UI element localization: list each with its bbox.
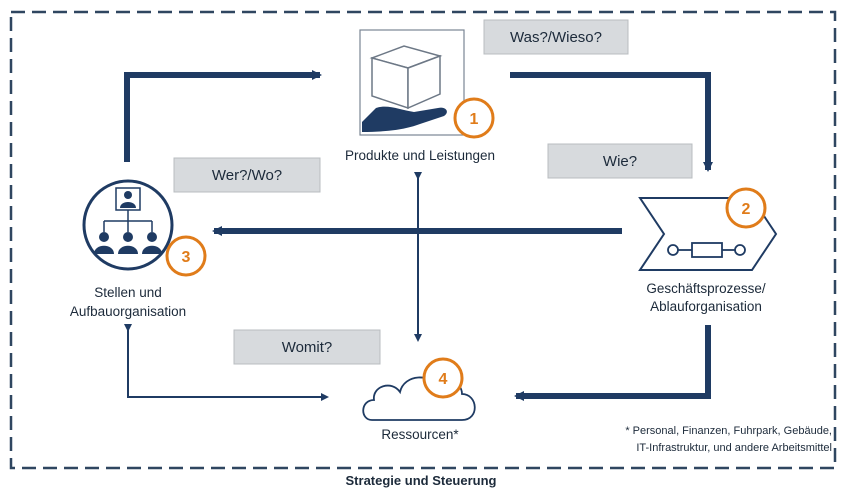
positions-label-line2: Aufbauorganisation [70, 304, 186, 319]
processes-number-badge: 2 [725, 187, 767, 229]
positions-number: 3 [182, 249, 191, 266]
question-wie-label: Wie? [603, 153, 637, 170]
positions-number-badge: 3 [165, 235, 207, 277]
positions-label-line1: Stellen und [94, 285, 162, 300]
box-on-hand-icon [359, 29, 465, 136]
org-chart-icon [82, 179, 174, 271]
arrow-processes-to-resources [514, 325, 711, 401]
question-wer-label: Wer?/Wo? [212, 167, 282, 184]
footnote-line1: * Personal, Finanzen, Fuhrpark, Gebäude, [625, 425, 832, 437]
question-womit-box: Womit? [233, 329, 381, 365]
question-womit-label: Womit? [282, 339, 333, 356]
processes-number: 2 [742, 201, 751, 218]
strategy-frame [9, 10, 837, 470]
question-wer-box: Wer?/Wo? [173, 157, 321, 193]
products-label: Produkte und Leistungen [345, 148, 495, 163]
processes-label-line2: Ablauforganisation [650, 299, 762, 314]
frame-title: Strategie und Steuerung [346, 473, 497, 488]
products-number-badge: 1 [453, 97, 495, 139]
resources-label: Ressourcen* [381, 427, 459, 442]
arrow-products-to-processes [510, 72, 713, 172]
processes-label-line1: Geschäftsprozesse/ [646, 281, 766, 296]
footnote-line2: IT-Infrastruktur, und andere Arbeitsmitt… [636, 442, 832, 454]
products-number: 1 [470, 111, 479, 128]
question-was-label: Was?/Wieso? [510, 29, 602, 46]
question-wie-box: Wie? [547, 143, 693, 179]
arrow-resources-positions [124, 324, 329, 401]
question-was-box: Was?/Wieso? [483, 19, 629, 55]
arrow-positions-to-products [124, 70, 322, 162]
resources-number: 4 [439, 371, 448, 388]
resources-number-badge: 4 [422, 357, 464, 399]
